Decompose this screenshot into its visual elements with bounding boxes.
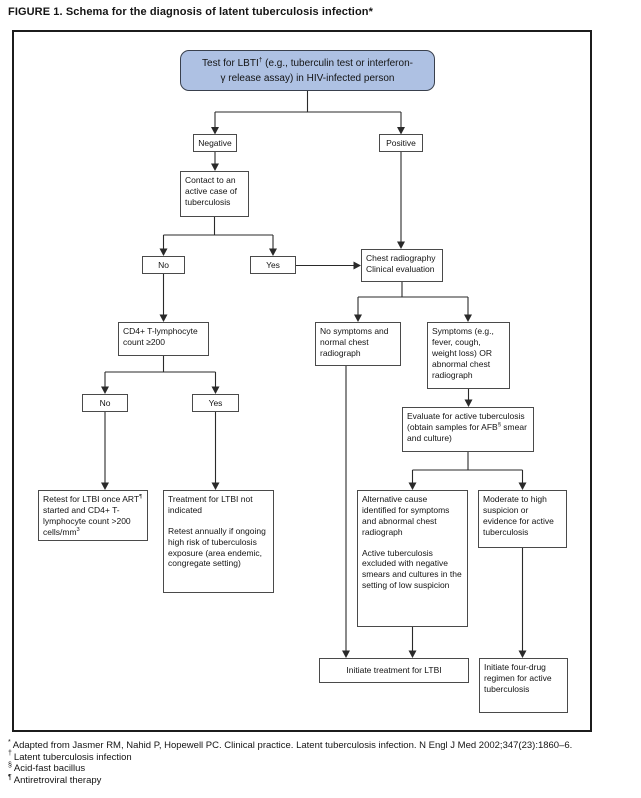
footnote-art: ¶Antiretroviral therapy — [8, 773, 102, 786]
yes-contact-box: Yes — [250, 256, 296, 274]
footnote-afb: §Acid-fast bacillus — [8, 762, 86, 775]
cd4-count-box: CD4+ T-lymphocyte count ≥200 — [118, 322, 209, 356]
test-lbti-box: Test for LBTI† (e.g., tuberculin test or… — [180, 50, 435, 91]
test-lbti-text: Test for LBTI† (e.g., tuberculin test or… — [202, 56, 413, 84]
no-contact-box: No — [142, 256, 185, 274]
pilcrow-superscript: ¶ — [139, 494, 143, 501]
cd4-text: CD4+ T-lymphocyte count ≥200 — [123, 326, 198, 347]
alternative-para2: Active tuberculosis excluded with negati… — [362, 547, 462, 591]
no-cd4-label: No — [99, 397, 111, 408]
four-drug-regimen-box: Initiate four-drug regimen for active tu… — [479, 658, 568, 713]
figure-frame — [12, 30, 592, 732]
moderate-suspicion-box: Moderate to high suspicion or evidence f… — [478, 490, 567, 548]
yes-cd4-box: Yes — [192, 394, 239, 412]
alternative-para1: Alternative cause identified for symptom… — [362, 494, 450, 537]
retest-ltbi-box: Retest for LTBI once ART¶ started and CD… — [38, 490, 148, 541]
evaluate-active-tb-box: Evaluate for active tuberculosis (obtain… — [402, 407, 534, 452]
yes-cd4-label: Yes — [208, 397, 223, 408]
alternative-cause-box: Alternative cause identified for symptom… — [357, 490, 468, 627]
footnotes: *Adapted from Jasmer RM, Nahid P, Hopewe… — [8, 738, 638, 786]
no-symptoms-box: No symptoms and normal chest radiograph — [315, 322, 401, 366]
no-symptoms-text: No symptoms and normal chest radiograph — [320, 326, 389, 358]
treatment-not-indicated-box: Treatment for LTBI not indicated Retest … — [163, 490, 274, 593]
no-cd4-box: No — [82, 394, 128, 412]
four-drug-text: Initiate four-drug regimen for active tu… — [484, 662, 552, 694]
contact-text: Contact to an active case of tuberculosi… — [185, 175, 237, 207]
moderate-text: Moderate to high suspicion or evidence f… — [483, 494, 554, 537]
negative-box: Negative — [193, 134, 237, 152]
positive-label: Positive — [386, 137, 416, 148]
dagger-superscript: † — [258, 56, 263, 64]
chest-radiography-box: Chest radiography Clinical evaluation — [361, 249, 443, 282]
no-contact-label: No — [158, 259, 169, 270]
positive-box: Positive — [379, 134, 423, 152]
treatment-para1: Treatment for LTBI not indicated — [168, 494, 253, 515]
initiate-ltbi-treatment-box: Initiate treatment for LTBI — [319, 658, 469, 683]
initiate-ltbi-text: Initiate treatment for LTBI — [346, 665, 442, 676]
section-superscript: § — [497, 422, 501, 429]
footnote-ltbi: †Latent tuberculosis infection — [8, 750, 132, 763]
negative-label: Negative — [198, 137, 232, 148]
symptoms-box: Symptoms (e.g., fever, cough, weight los… — [427, 322, 510, 389]
footnote-adapted: *Adapted from Jasmer RM, Nahid P, Hopewe… — [8, 738, 573, 751]
cubed-superscript: 3 — [76, 526, 80, 533]
yes-contact-label: Yes — [266, 259, 280, 270]
chest-line2: Clinical evaluation — [366, 263, 435, 274]
contact-box: Contact to an active case of tuberculosi… — [180, 171, 249, 217]
symptoms-text: Symptoms (e.g., fever, cough, weight los… — [432, 326, 494, 380]
treatment-para2: Retest annually if ongoing high risk of … — [168, 525, 266, 569]
figure-title: FIGURE 1. Schema for the diagnosis of la… — [8, 6, 373, 18]
chest-line1: Chest radiography — [366, 253, 436, 263]
